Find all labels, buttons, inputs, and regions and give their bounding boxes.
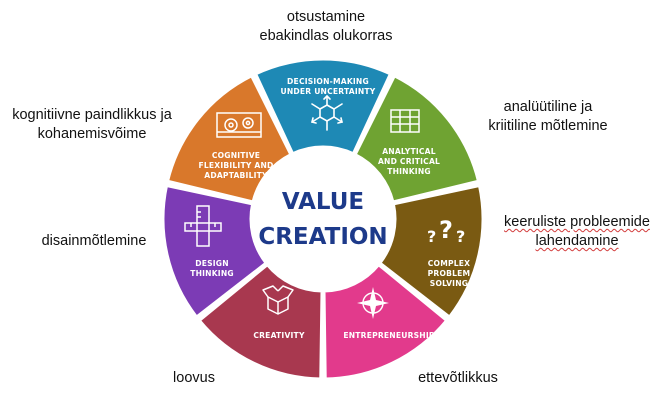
svg-text:?: ? [427,227,436,246]
external-label-analytical-line1: analüütiline ja [503,99,593,115]
center-title-line1: VALUE [282,189,364,215]
segment-label-complex-line1: COMPLEX [428,259,470,268]
segment-decision [253,57,393,156]
segment-label-creativity: CREATIVITY [253,331,305,340]
center-circle [261,157,385,281]
grid-blocks-icon [390,109,420,133]
segment-label-analytical-line2: AND CRITICAL [378,157,440,166]
arrows-cube-icon [311,94,343,131]
external-label-complex: keeruliste probleemide lahendamine [493,213,661,251]
segment-label-complex-line2: PROBLEM [428,269,471,278]
segment-label-design-line2: THINKING [190,269,234,278]
ruler-square-icon [184,205,222,247]
open-box-icon [262,285,294,315]
segment-complex [377,183,485,320]
external-label-decision: otsustamine ebakindlas olukorras [258,8,394,46]
external-label-cognitive-line1: kognitiivne paindlikkus ja [12,107,172,123]
external-label-cognitive-line2: kohanemisvõime [37,126,147,142]
segment-cognitive [165,73,293,204]
segment-label-cognitive-line3: ADAPTABILITY [204,171,268,180]
svg-text:?: ? [456,227,465,246]
external-label-entrepreneurship: ettevõtlikkus [400,369,516,388]
external-label-decision-line2: ebakindlas olukorras [259,28,393,44]
center-title-line2: CREATION [258,224,387,250]
segment-label-analytical-line3: THINKING [387,167,431,176]
external-label-cognitive: kognitiivne paindlikkus ja kohanemisvõim… [6,106,178,144]
external-label-design: disainmõtlemine [34,232,154,251]
segment-label-cognitive-line1: COGNITIVE [212,151,260,160]
segment-label-entrepreneurship: ENTREPRENEURSHIP [343,331,435,340]
segment-label-cognitive-line2: FLEXIBILITY AND [198,161,273,170]
external-label-creativity-line1: loovus [173,370,215,386]
gears-puzzle-icon [216,112,262,138]
segment-label-entrepreneurship-line1: ENTREPRENEURSHIP [343,331,435,340]
segment-design [161,183,269,320]
external-label-complex-line2: lahendamine [535,233,619,249]
segment-label-analytical-line1: ANALYTICAL [382,147,436,156]
segment-label-decision-line1: DECISION-MAKING [287,77,369,86]
external-label-complex-line1: keeruliste probleemide [504,214,650,230]
segment-entrepreneurship [322,262,449,381]
external-label-creativity: loovus [160,369,228,388]
external-label-design-line1: disainmõtlemine [41,233,147,249]
compass-star-icon [357,287,389,319]
external-label-entrepreneurship-line1: ettevõtlikkus [418,370,498,386]
segment-label-design-line1: DESIGN [195,259,229,268]
segment-label-complex-line3: SOLVING [430,279,468,288]
question-marks-icon: ? ? ? [427,216,465,246]
segment-analytical [353,73,481,204]
segment-label-decision-line2: UNDER UNCERTAINTY [280,87,375,96]
segment-label-creativity-line1: CREATIVITY [253,331,305,340]
external-label-decision-line1: otsustamine [286,9,366,25]
external-label-analytical-line2: kriitiline mõtlemine [488,118,608,134]
svg-text:?: ? [439,216,453,244]
external-label-analytical: analüütiline ja kriitiline mõtlemine [478,98,618,136]
